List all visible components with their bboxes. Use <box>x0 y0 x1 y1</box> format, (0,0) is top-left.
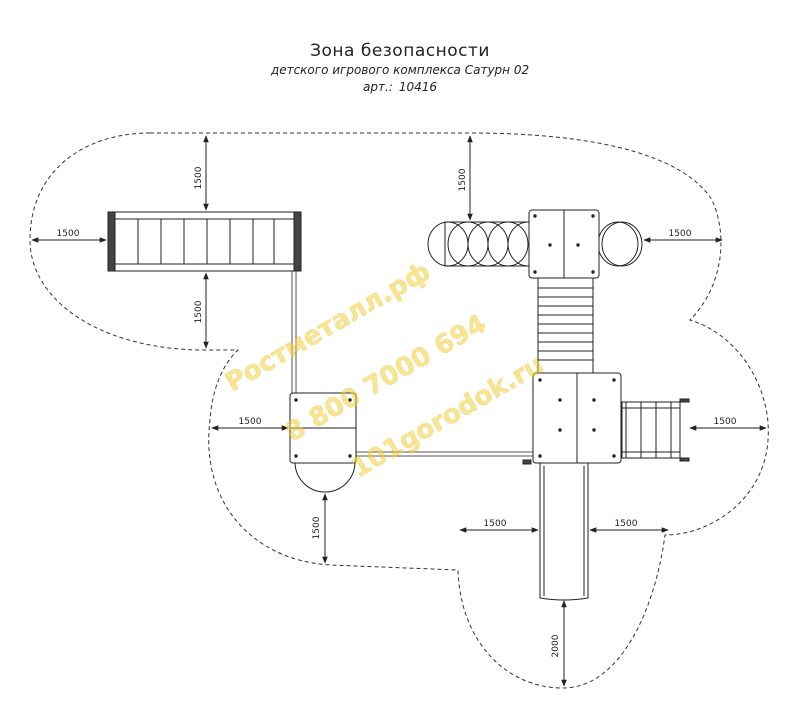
dimension-lines <box>31 135 767 687</box>
watermark: Ростметалл.рф 8 800 7000 694 101gorodok.… <box>220 256 549 484</box>
dim-label-slide-left: 1500 <box>484 519 507 529</box>
article-label: арт.: <box>362 80 393 94</box>
dim-label-left: 1500 <box>57 229 80 239</box>
dim-label-middle-left: 1500 <box>239 417 262 427</box>
title-block: Зона безопасности детского игрового комп… <box>0 40 800 96</box>
page-subtitle: детского игрового комплекса Сатурн 02 <box>270 63 530 77</box>
upper-tower <box>528 209 600 279</box>
article-number: 10416 <box>398 80 437 94</box>
dim-label-slide-right: 1500 <box>615 519 638 529</box>
ring-exit <box>597 221 643 267</box>
ring-tunnel <box>427 221 549 267</box>
dim-label-left-top: 1500 <box>194 166 204 189</box>
article-line: арт.: 10416 <box>0 79 800 96</box>
dim-label-house-bottom: 1500 <box>312 516 322 539</box>
dim-label-right-upper: 1500 <box>669 229 692 239</box>
ladder-bridge <box>537 277 594 375</box>
horizontal-ladder <box>107 211 302 272</box>
dim-label-left-bottom: 1500 <box>194 300 204 323</box>
main-tower <box>522 372 622 465</box>
safety-zone-outline <box>29 132 769 689</box>
dim-label-slide-bottom: 2000 <box>551 634 561 657</box>
support-rail <box>291 271 533 457</box>
page-title: Зона безопасности <box>310 41 490 61</box>
dim-label-right-lower: 1500 <box>714 417 737 427</box>
small-tower <box>289 392 357 493</box>
dim-label-tunnel-top: 1500 <box>458 168 468 191</box>
slide <box>539 462 589 601</box>
stairs <box>621 398 690 462</box>
